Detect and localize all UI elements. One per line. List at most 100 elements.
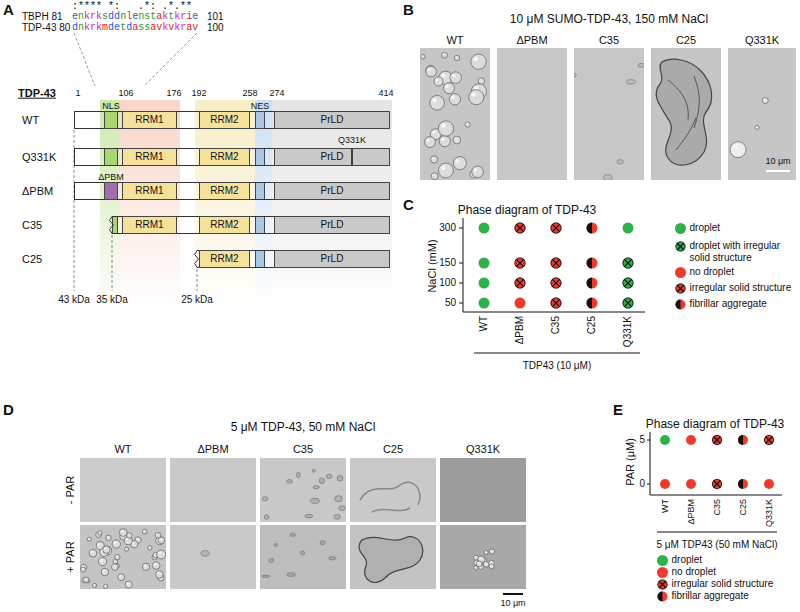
column-header: C25 <box>676 34 696 47</box>
micrograph-ground <box>440 525 526 589</box>
domain-box: PrLD <box>274 216 390 234</box>
residue: k <box>174 22 180 33</box>
residue: k <box>174 11 180 22</box>
symbol-ring <box>675 283 684 292</box>
phase-symbol <box>675 299 685 309</box>
phase-symbol <box>660 479 670 489</box>
symbol-ring <box>764 435 773 444</box>
aggregate-speck <box>334 514 340 519</box>
droplet <box>118 574 125 581</box>
symbol-fill <box>660 435 670 445</box>
residue: k <box>84 22 90 33</box>
residue: n <box>120 11 126 22</box>
category-label: C35 <box>712 499 722 516</box>
phase-symbol <box>623 298 634 309</box>
residue: n <box>138 11 144 22</box>
domain-fill <box>199 250 250 268</box>
micrograph-ground <box>651 48 721 180</box>
domain-box <box>256 217 265 234</box>
droplet-highlight <box>452 74 455 77</box>
residue-number: 414 <box>378 88 393 98</box>
symbol-ring <box>712 435 721 444</box>
micrograph-ground <box>728 48 796 180</box>
domain-box: PrLD <box>274 111 390 129</box>
droplet-highlight <box>107 536 109 538</box>
symbol-cross <box>516 224 524 232</box>
category-label: C25 <box>738 499 748 516</box>
column-header: WT <box>446 34 463 47</box>
legend-swatch <box>675 241 686 252</box>
column-header: Q331K <box>466 443 500 456</box>
symbol-fill <box>675 299 685 309</box>
aggregate-speck <box>326 474 332 478</box>
phase-symbol <box>479 298 490 309</box>
protein-construct: ΔPBMΔPBMRRM1RRM2PrLD <box>74 182 390 200</box>
droplet <box>442 52 448 58</box>
category-label: C35 <box>550 316 562 334</box>
domain-name: RRM2 <box>210 185 238 197</box>
residue: a <box>186 22 192 33</box>
symbol-fill <box>587 258 598 269</box>
protein-construct: C35RRM1RRM2PrLD <box>112 216 390 234</box>
domain-name: PrLD <box>321 151 344 163</box>
aggregate-speck <box>638 63 644 67</box>
droplet-highlight <box>100 559 102 561</box>
residue: t <box>120 22 126 33</box>
symbol-fill <box>660 479 670 489</box>
droplet <box>472 166 484 178</box>
phase-symbol <box>712 479 722 489</box>
category-label: ΔPBM <box>514 316 526 344</box>
droplet <box>762 98 768 104</box>
legend-swatch <box>657 579 668 590</box>
legend-text: fibrillar aggregate <box>672 590 749 602</box>
legend-swatch <box>675 299 686 310</box>
column-header: Q331K <box>745 34 779 47</box>
droplet-highlight <box>454 138 456 140</box>
domain-fill <box>199 216 250 234</box>
symbol-cross <box>552 279 560 287</box>
aggregate-speck <box>312 469 315 472</box>
droplet <box>157 550 166 559</box>
size-line <box>112 235 113 291</box>
legend-symbol <box>657 579 668 590</box>
residue: i <box>186 11 192 22</box>
chart-title: Phase diagram of TDP-43 <box>646 418 785 432</box>
legend-text: droplet <box>672 554 703 566</box>
symbol-fill <box>551 298 562 309</box>
molecular-weight: 25 kDa <box>181 294 213 306</box>
residue: t <box>168 11 174 22</box>
domain-fill <box>255 111 265 129</box>
droplet <box>438 163 453 178</box>
droplet <box>106 535 112 541</box>
aggregate-speck <box>319 478 324 484</box>
droplet-highlight <box>490 565 492 567</box>
residue: r <box>90 11 96 22</box>
domain-name: PrLD <box>321 219 344 231</box>
droplet <box>155 533 161 539</box>
domain-fill <box>199 148 250 166</box>
domain-box: RRM2 <box>199 250 250 268</box>
residue: v <box>156 22 162 33</box>
droplet <box>489 564 494 569</box>
zoom-line <box>144 33 197 86</box>
residue: l <box>126 11 132 22</box>
symbol-fill <box>479 223 490 234</box>
droplet-highlight <box>136 538 138 540</box>
residue: v <box>192 22 198 33</box>
legend-text: fibrillar aggregate <box>690 298 767 310</box>
domain-fill <box>274 111 390 129</box>
domain-box: NES <box>255 111 265 129</box>
residue-number: 100 <box>207 22 224 34</box>
aggregate-speck <box>617 160 623 164</box>
droplet <box>104 584 108 588</box>
symbol-fill <box>623 223 634 234</box>
domain-band <box>255 100 272 310</box>
droplet-highlight <box>490 561 492 563</box>
domain-box: ΔPBM <box>104 182 118 200</box>
domain-fill <box>104 182 118 200</box>
droplet-highlight <box>104 585 105 586</box>
category-label: WT <box>660 499 670 513</box>
domain-box <box>256 251 265 268</box>
domain-box: RRM2 <box>199 182 250 200</box>
droplet <box>142 563 149 570</box>
